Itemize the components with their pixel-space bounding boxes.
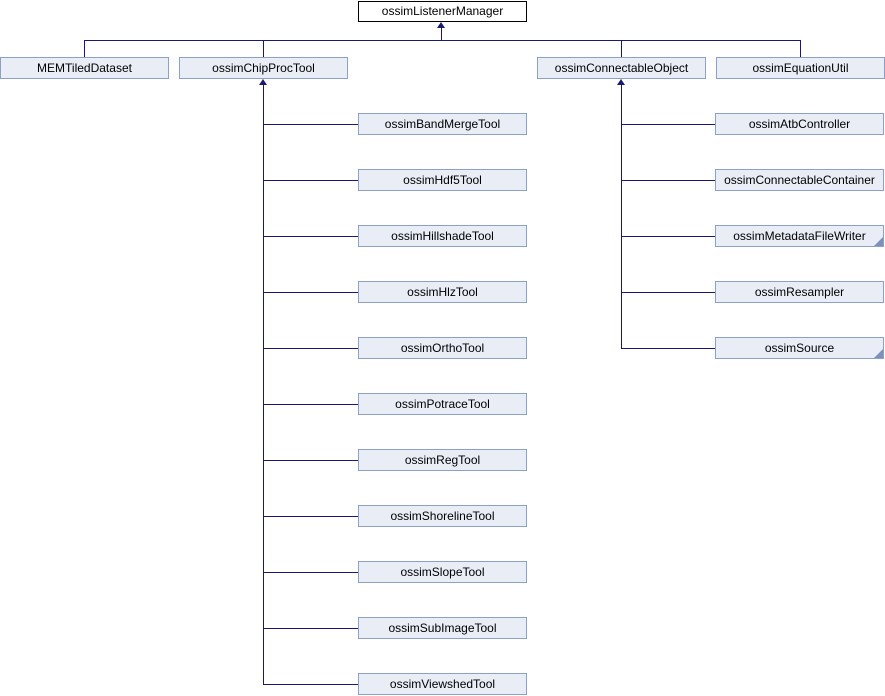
class-node-ossimRegTool[interactable]: ossimRegTool	[358, 449, 527, 471]
class-node-ossimAtbController[interactable]: ossimAtbController	[715, 113, 884, 135]
class-node-ossimResampler[interactable]: ossimResampler	[715, 281, 884, 303]
inheritance-arrow-up-icon	[437, 22, 445, 28]
connector-line	[441, 28, 442, 41]
connector-line	[263, 236, 359, 237]
class-node-ossimHillshadeTool[interactable]: ossimHillshadeTool	[358, 225, 527, 247]
connector-line	[621, 180, 716, 181]
class-node-ossimSource[interactable]: ossimSource	[715, 337, 884, 359]
connector-line	[800, 40, 801, 58]
connector-line	[84, 40, 85, 58]
class-node-ossimChipProcTool[interactable]: ossimChipProcTool	[179, 57, 348, 79]
connector-line	[621, 85, 622, 349]
connector-line	[84, 40, 801, 41]
class-node-ossimViewshedTool[interactable]: ossimViewshedTool	[358, 673, 527, 695]
connector-line	[263, 40, 264, 58]
class-node-ossimPotraceTool[interactable]: ossimPotraceTool	[358, 393, 527, 415]
class-node-ossimSlopeTool[interactable]: ossimSlopeTool	[358, 561, 527, 583]
class-node-ossimShorelineTool[interactable]: ossimShorelineTool	[358, 505, 527, 527]
class-node-ossimBandMergeTool[interactable]: ossimBandMergeTool	[358, 113, 527, 135]
truncated-subtree-corner-icon	[874, 237, 883, 246]
class-node-ossimHlzTool[interactable]: ossimHlzTool	[358, 281, 527, 303]
connector-line	[263, 684, 359, 685]
class-node-ossimEquationUtil[interactable]: ossimEquationUtil	[716, 57, 885, 79]
class-node-ossimHdf5Tool[interactable]: ossimHdf5Tool	[358, 169, 527, 191]
connector-line	[263, 628, 359, 629]
connector-line	[263, 572, 359, 573]
class-node-ossimListenerManager[interactable]: ossimListenerManager	[358, 1, 527, 22]
connector-line	[263, 516, 359, 517]
connector-line	[263, 180, 359, 181]
connector-line	[621, 124, 716, 125]
class-node-MEMTiledDataset[interactable]: MEMTiledDataset	[0, 57, 169, 79]
connector-line	[263, 348, 359, 349]
connector-line	[621, 236, 716, 237]
connector-line	[263, 124, 359, 125]
connector-line	[621, 348, 716, 349]
class-node-ossimMetadataFileWriter[interactable]: ossimMetadataFileWriter	[715, 225, 884, 247]
connector-line	[263, 292, 359, 293]
class-node-ossimConnectableContainer[interactable]: ossimConnectableContainer	[715, 169, 884, 191]
connector-line	[621, 40, 622, 58]
connector-line	[621, 292, 716, 293]
inheritance-arrow-up-icon	[259, 79, 267, 85]
truncated-subtree-corner-icon	[874, 349, 883, 358]
class-node-ossimConnectableObject[interactable]: ossimConnectableObject	[537, 57, 706, 79]
class-node-ossimOrthoTool[interactable]: ossimOrthoTool	[358, 337, 527, 359]
inheritance-arrow-up-icon	[617, 79, 625, 85]
connector-line	[263, 460, 359, 461]
connector-line	[263, 404, 359, 405]
connector-line	[263, 85, 264, 685]
class-node-ossimSubImageTool[interactable]: ossimSubImageTool	[358, 617, 527, 639]
